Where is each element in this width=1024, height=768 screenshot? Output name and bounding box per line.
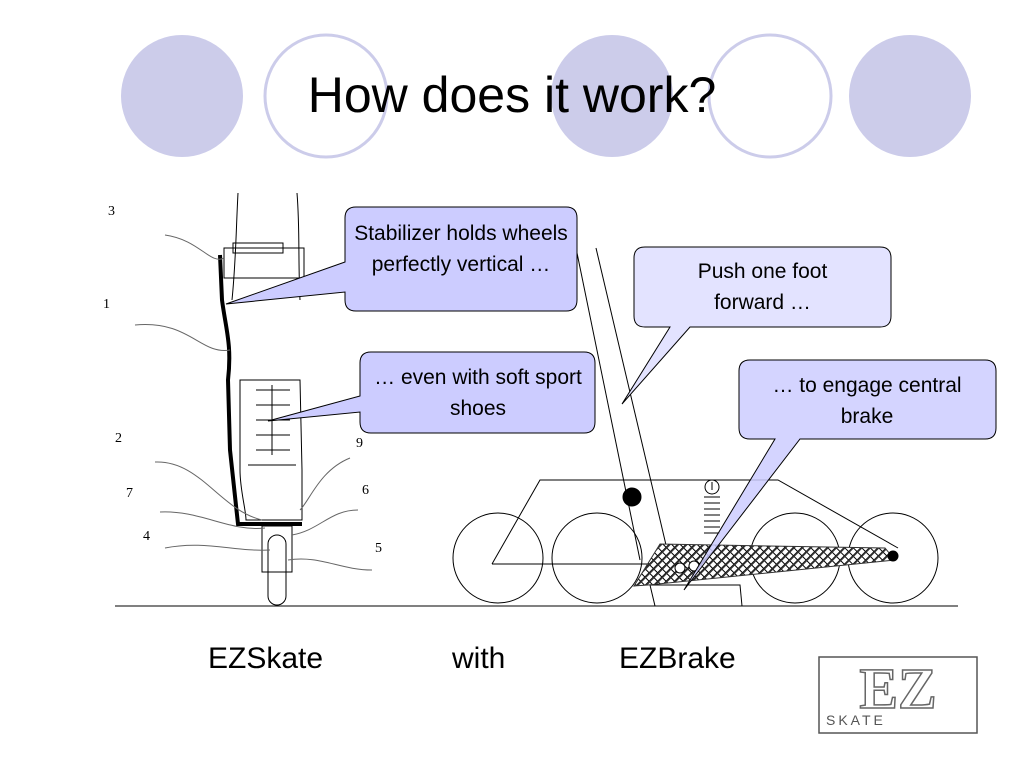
caption-ezskate: EZSkate (208, 642, 324, 675)
push-rod-left (575, 247, 641, 561)
callout-soft-shoes (267, 351, 596, 434)
leader-1 (134, 324, 231, 351)
part-number-3: 3 (108, 204, 115, 219)
pivot-pin (622, 487, 642, 507)
push-rod-right (595, 247, 667, 546)
deco-circle-filled (551, 35, 673, 157)
logo-frame (818, 656, 978, 734)
deco-circle-filled (849, 35, 971, 157)
callout-soft-shoes-bubble (267, 351, 596, 434)
part-number-4: 4 (143, 529, 150, 544)
part-number-6: 6 (362, 483, 369, 498)
callout-engage-brake-text: … to engage central brake (772, 374, 962, 428)
deco-circle-outline (263, 33, 389, 159)
leader-5 (287, 558, 373, 571)
wheel-2 (551, 512, 643, 604)
brake-frame-top (491, 479, 899, 565)
callout-stabilizer (225, 206, 578, 312)
brake-lever (633, 543, 896, 587)
decorative-circles (121, 33, 971, 159)
part-number-7: 7 (126, 486, 133, 501)
part-number-9: 9 (356, 436, 363, 451)
strap-buckle (232, 242, 284, 254)
callout-engage-brake-bubble (683, 359, 997, 591)
frame (261, 525, 293, 573)
leader-7 (159, 511, 266, 529)
deco-circle-filled (121, 35, 243, 157)
callout-stabilizer-text: Stabilizer holds wheels perfectly vertic… (354, 222, 568, 276)
leg-outline-left (231, 192, 239, 301)
leader-2 (154, 461, 263, 521)
spring-cap (704, 479, 720, 495)
callout-push-foot (621, 246, 892, 405)
brake-housing (649, 584, 743, 607)
wheel-1 (452, 512, 544, 604)
caption-with: with (452, 642, 506, 675)
callout-engage-brake (683, 359, 997, 591)
callout-stabilizer-bubble (225, 206, 578, 312)
part-number-2: 2 (115, 431, 122, 446)
logo-subtext: SKATE (826, 712, 886, 728)
part-number-1: 1 (103, 297, 110, 312)
brake-spring (704, 496, 720, 534)
slide-title: How does it work? (307, 67, 717, 123)
calf-strap (223, 247, 305, 279)
shoe-outline (239, 379, 303, 521)
leader-3 (164, 234, 225, 260)
callout-soft-shoes-text: … even with soft sport shoes (374, 366, 582, 420)
lever-pivot (887, 550, 899, 562)
stabilizer-bar (218, 254, 302, 526)
wheel (267, 534, 287, 606)
logo-mark: EZ (859, 656, 936, 721)
part-number-5: 5 (375, 541, 382, 556)
lever-hole-1 (674, 562, 686, 574)
leader-9 (299, 457, 351, 511)
leader-6 (291, 509, 359, 536)
leader-4 (164, 544, 271, 551)
deco-circle-outline (707, 33, 833, 159)
ezskate-logo: EZ (818, 656, 978, 734)
callout-push-foot-text: Push one foot forward … (697, 260, 828, 314)
caption-ezbrake: EZBrake (619, 642, 736, 675)
callout-push-foot-bubble (621, 246, 892, 405)
ezbrake-drawing (440, 247, 958, 607)
